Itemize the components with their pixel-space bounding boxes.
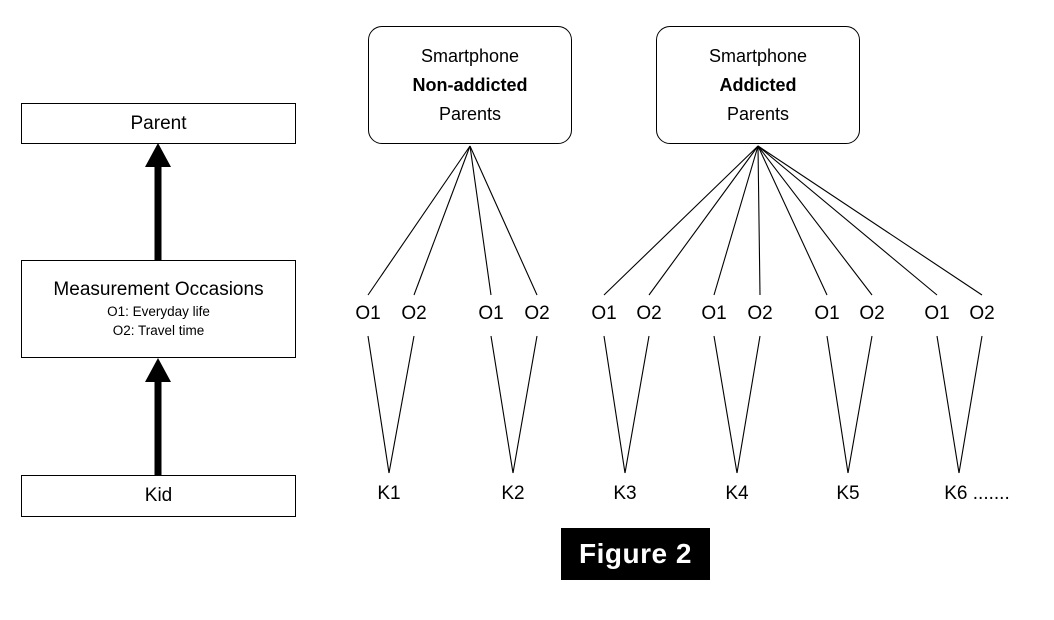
addicted-line-3: Parents: [726, 103, 790, 124]
non-addicted-line-2: Non-addicted: [412, 74, 528, 95]
measurement-occasion-o2-label: O2: Travel time: [112, 323, 205, 338]
occasion-label-11: O1: [924, 303, 950, 324]
smartphone-addicted-parents-box: Smartphone Addicted Parents: [656, 26, 860, 144]
occasion-label-6: O2: [636, 303, 662, 324]
occasion-label-2: O2: [401, 303, 427, 324]
occasion-label-10: O2: [859, 303, 885, 324]
kid-label-k5: K5: [836, 483, 860, 504]
occasion-to-kid-lines: [367, 335, 983, 474]
occasion-label-1: O1: [355, 303, 381, 324]
measurement-occasions-box: Measurement Occasions O1: Everyday life …: [21, 260, 296, 358]
kid-label-k2: K2: [501, 483, 525, 504]
smartphone-non-addicted-parents-box: Smartphone Non-addicted Parents: [368, 26, 572, 144]
non-addicted-fan-lines: [367, 145, 538, 296]
kid-label-k3: K3: [613, 483, 637, 504]
kid-to-measurement-arrow: [145, 358, 171, 475]
occasion-label-12: O2: [969, 303, 995, 324]
occasion-label-3: O1: [478, 303, 504, 324]
kid-box: Kid: [21, 475, 296, 517]
parent-box-label: Parent: [130, 112, 187, 134]
non-addicted-line-1: Smartphone: [420, 45, 520, 66]
kid-label-k1: K1: [377, 483, 401, 504]
kid-box-label: Kid: [144, 485, 173, 506]
addicted-fan-lines: [603, 145, 983, 296]
measurement-to-parent-arrow: [145, 143, 171, 260]
measurement-occasions-title: Measurement Occasions: [53, 279, 264, 300]
occasion-label-9: O1: [814, 303, 840, 324]
occasion-label-5: O1: [591, 303, 617, 324]
figure-caption: Figure 2: [561, 528, 710, 580]
addicted-line-1: Smartphone: [708, 45, 808, 66]
kid-label-k6: K6 .......: [944, 483, 1010, 504]
addicted-line-2: Addicted: [719, 74, 797, 95]
parent-box: Parent: [21, 103, 296, 144]
occasion-label-4: O2: [524, 303, 550, 324]
kid-label-k4: K4: [725, 483, 749, 504]
measurement-occasion-o1-label: O1: Everyday life: [107, 304, 210, 319]
occasion-label-7: O1: [701, 303, 727, 324]
figure-caption-text: Figure 2: [579, 538, 692, 569]
occasion-label-8: O2: [747, 303, 773, 324]
non-addicted-line-3: Parents: [438, 103, 502, 124]
